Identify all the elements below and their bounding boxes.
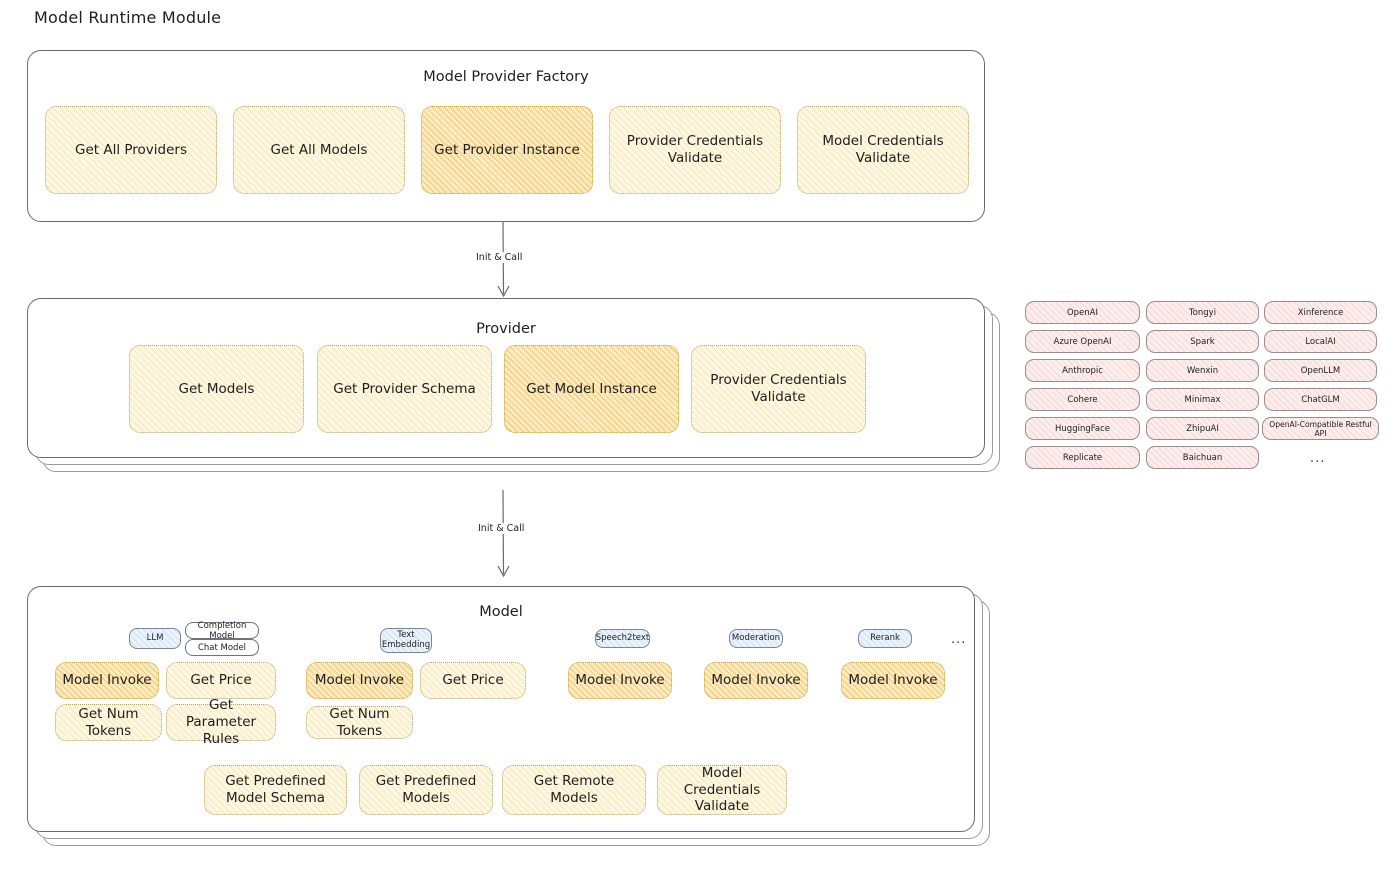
provider-node-get-model-instance[interactable]: Get Model Instance: [504, 345, 679, 433]
llm-method-get-price[interactable]: Get Price: [166, 662, 276, 699]
llm-subchip-completion-model[interactable]: Completion Model: [185, 621, 259, 641]
provider-title: Provider: [476, 321, 536, 337]
provider-chip-replicate[interactable]: Replicate: [1025, 446, 1140, 469]
model-types-more: ...: [951, 632, 967, 647]
provider-chip-openai-compatible-restful-api[interactable]: OpenAI-Compatible Restful API: [1262, 417, 1379, 440]
moderation-method-model-invoke[interactable]: Model Invoke: [704, 662, 808, 699]
provider-chip-wenxin[interactable]: Wenxin: [1146, 359, 1259, 382]
provider-chip-openai[interactable]: OpenAI: [1025, 301, 1140, 324]
text-embedding-method-get-num-tokens[interactable]: Get Num Tokens: [306, 706, 413, 739]
model-type-chip-text-embedding[interactable]: Text Embedding: [380, 628, 432, 653]
model-common-get-remote-models[interactable]: Get Remote Models: [502, 765, 646, 815]
text-embedding-method-model-invoke[interactable]: Model Invoke: [306, 662, 413, 699]
provider-node-provider-credentials-validate[interactable]: Provider Credentials Validate: [691, 345, 866, 433]
model-common-get-predefined-model-schema[interactable]: Get Predefined Model Schema: [204, 765, 347, 815]
provider-chip-tongyi[interactable]: Tongyi: [1146, 301, 1259, 324]
provider-chip-baichuan[interactable]: Baichuan: [1146, 446, 1259, 469]
provider-chip-huggingface[interactable]: HuggingFace: [1025, 417, 1140, 440]
provider-node-get-provider-schema[interactable]: Get Provider Schema: [317, 345, 492, 433]
connector1-label: Init & Call: [472, 252, 527, 263]
model-type-chip-rerank[interactable]: Rerank: [858, 629, 912, 648]
model-type-chip-llm[interactable]: LLM: [129, 628, 181, 649]
provider-chip-openllm[interactable]: OpenLLM: [1264, 359, 1377, 382]
provider-chip-xinference[interactable]: Xinference: [1264, 301, 1377, 324]
llm-method-get-parameter-rules[interactable]: Get Parameter Rules: [166, 697, 276, 747]
model-provider-factory-title: Model Provider Factory: [423, 69, 589, 85]
provider-list-more: ...: [1310, 451, 1326, 466]
provider-chip-anthropic[interactable]: Anthropic: [1025, 359, 1140, 382]
model-type-chip-speech2text[interactable]: Speech2text: [595, 629, 650, 648]
model-type-chip-moderation[interactable]: Moderation: [729, 629, 783, 648]
provider-chip-cohere[interactable]: Cohere: [1025, 388, 1140, 411]
connector2-label: Init & Call: [474, 523, 529, 534]
provider-chip-spark[interactable]: Spark: [1146, 330, 1259, 353]
provider-chip-azure-openai[interactable]: Azure OpenAI: [1025, 330, 1140, 353]
factory-node-get-provider-instance[interactable]: Get Provider Instance: [421, 106, 593, 194]
provider-chip-zhipuai[interactable]: ZhipuAI: [1146, 417, 1259, 440]
provider-node-get-models[interactable]: Get Models: [129, 345, 304, 433]
rerank-method-model-invoke[interactable]: Model Invoke: [841, 662, 945, 699]
factory-node-provider-credentials-validate[interactable]: Provider Credentials Validate: [609, 106, 781, 194]
provider-chip-chatglm[interactable]: ChatGLM: [1264, 388, 1377, 411]
model-common-get-predefined-models[interactable]: Get Predefined Models: [359, 765, 493, 815]
speech2text-method-model-invoke[interactable]: Model Invoke: [568, 662, 672, 699]
factory-node-model-credentials-validate[interactable]: Model Credentials Validate: [797, 106, 969, 194]
factory-node-get-all-providers[interactable]: Get All Providers: [45, 106, 217, 194]
connector-provider-to-model: [497, 489, 510, 578]
provider-chip-localai[interactable]: LocalAI: [1264, 330, 1377, 353]
model-title: Model: [479, 604, 523, 620]
provider-chip-minimax[interactable]: Minimax: [1146, 388, 1259, 411]
model-common-model-credentials-validate[interactable]: Model Credentials Validate: [657, 765, 787, 815]
page-title: Model Runtime Module: [34, 8, 222, 27]
llm-method-get-num-tokens[interactable]: Get Num Tokens: [55, 704, 162, 741]
factory-node-get-all-models[interactable]: Get All Models: [233, 106, 405, 194]
llm-method-model-invoke[interactable]: Model Invoke: [55, 662, 159, 699]
text-embedding-method-get-price[interactable]: Get Price: [420, 662, 526, 699]
llm-subchip-chat-model[interactable]: Chat Model: [185, 639, 259, 656]
